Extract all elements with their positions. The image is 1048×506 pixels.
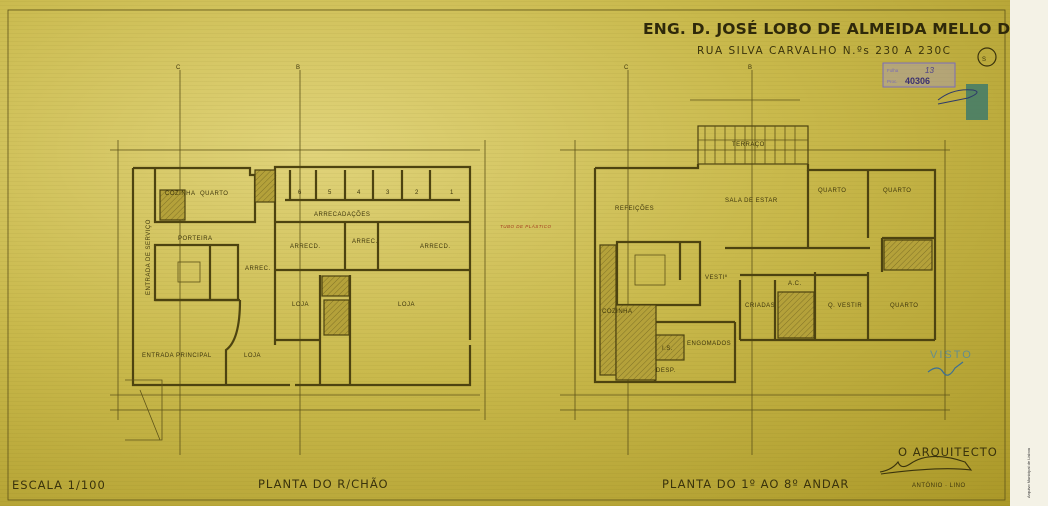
axis-markers xyxy=(179,70,753,455)
room-arrec-small: ARREC. xyxy=(245,266,271,272)
svg-text:40306: 40306 xyxy=(905,76,930,86)
room-arrecd-1: ARRECD. xyxy=(290,244,321,250)
upper-floor-plan xyxy=(593,125,937,384)
archive-stamp: Folha 13 Proc. 40306 xyxy=(882,62,956,88)
drawing-title: ENG. D. JOSÉ LOBO DE ALMEIDA MELLO DE CA… xyxy=(643,19,1048,38)
room-criadas: CRIADAS xyxy=(745,303,775,309)
archive-caption: Arquivo Municipal de Lisboa xyxy=(1026,447,1031,498)
room-quarto-ground: QUARTO xyxy=(200,191,228,197)
owner-signature xyxy=(937,89,978,105)
room-quarto-1: QUARTO xyxy=(818,188,846,194)
stall-5: 5 xyxy=(328,190,332,196)
ground-floor-plan xyxy=(125,165,472,441)
ground-floor-title: PLANTA DO R/CHÃO xyxy=(258,476,389,491)
axis-b-right: B xyxy=(748,65,753,71)
svg-text:13: 13 xyxy=(925,66,934,75)
room-terraco: TERRAÇO xyxy=(732,142,765,148)
svg-text:Folha: Folha xyxy=(887,68,899,73)
axis-c-right: C xyxy=(624,65,629,71)
stall-4: 4 xyxy=(357,190,361,196)
room-cozinha-upper: COZINHA xyxy=(602,309,633,315)
room-refeicoes: REFEIÇÕES xyxy=(615,205,654,212)
axis-c-left: C xyxy=(176,65,181,71)
room-desp: DESP. xyxy=(656,368,676,374)
room-entrada-principal: ENTRADA PRINCIPAL xyxy=(142,353,212,359)
room-quarto-3: QUARTO xyxy=(890,303,918,309)
stall-6: 6 xyxy=(298,190,302,196)
note-tubo-plastico: TUBO DE PLÁSTICO xyxy=(500,223,552,229)
archive-margin xyxy=(1010,0,1048,506)
room-ac: A.C. xyxy=(788,281,802,287)
sheet-mark-circle xyxy=(977,47,997,67)
visto-approval-stamp: VISTO xyxy=(930,349,973,361)
room-quarto-2: QUARTO xyxy=(883,188,911,194)
stall-2: 2 xyxy=(415,190,419,196)
room-porteira: PORTEIRA xyxy=(178,236,213,242)
room-sala-de-estar: SALA DE ESTAR xyxy=(725,198,778,204)
architect-signature xyxy=(879,455,973,475)
room-cozinha-ground: COZINHA xyxy=(165,191,196,197)
sheet-mark: S xyxy=(982,57,987,63)
room-engomados: ENGOMADOS xyxy=(687,341,731,347)
room-arrec-mid: ARREC. xyxy=(352,239,378,245)
room-arrecd-2: ARRECD. xyxy=(420,244,451,250)
architect-name: ANTÓNIO · LINO xyxy=(912,482,966,489)
drawing-frame xyxy=(7,9,1006,501)
room-loja-1: LOJA xyxy=(292,302,309,308)
stall-1: 1 xyxy=(450,190,454,196)
room-entrada-servico: ENTRADA DE SERVIÇO xyxy=(146,219,152,295)
architect-label: O ARQUITECTO xyxy=(898,445,998,459)
room-q-vestir: Q. VESTIR xyxy=(828,303,862,309)
visto-signature xyxy=(927,361,964,376)
stall-3: 3 xyxy=(386,190,390,196)
room-is: I.S. xyxy=(662,346,673,352)
axis-b-left: B xyxy=(296,65,301,71)
drawing-address: RUA SILVA CARVALHO N.ºs 230 A 230C xyxy=(697,45,952,57)
dimension-lines xyxy=(110,99,950,420)
scale-label: ESCALA 1/100 xyxy=(12,478,106,492)
room-arrecadacoes: ARRECADAÇÕES xyxy=(314,211,370,218)
tax-stamp xyxy=(966,84,988,120)
room-vestibulo: VESTIº xyxy=(705,274,728,281)
room-loja-3: LOJA xyxy=(244,353,261,359)
svg-text:Proc.: Proc. xyxy=(887,79,898,84)
room-loja-2: LOJA xyxy=(398,302,415,308)
upper-floor-title: PLANTA DO 1º AO 8º ANDAR xyxy=(662,477,849,491)
